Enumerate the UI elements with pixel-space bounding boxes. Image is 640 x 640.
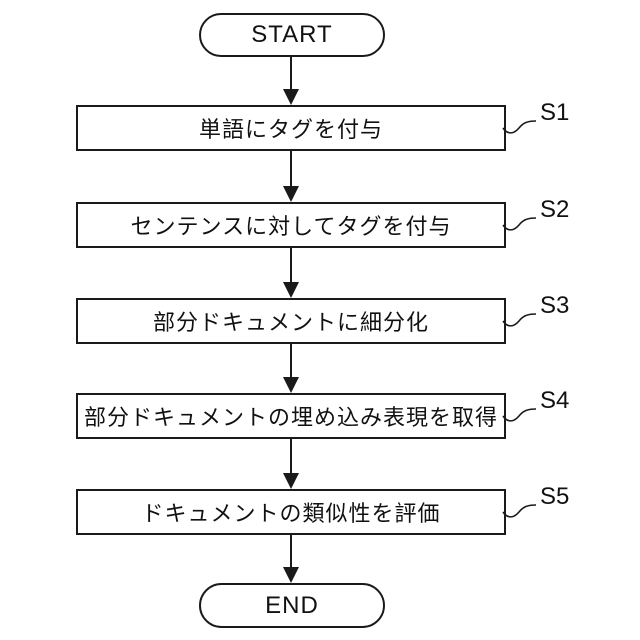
step-ref-label: S5	[540, 483, 570, 510]
arrow-shaft	[290, 535, 292, 569]
arrowhead-icon	[283, 473, 299, 489]
flow-arrow	[283, 439, 299, 489]
arrowhead-icon	[283, 282, 299, 298]
flow-arrow	[283, 535, 299, 583]
process-box: センテンスに対してタグを付与	[76, 202, 506, 248]
start-terminal: START	[199, 13, 385, 57]
process-label: ドキュメントの類似性を評価	[141, 501, 441, 526]
flow-arrow	[283, 57, 299, 105]
leader-line-icon	[502, 504, 537, 518]
end-terminal: END	[199, 583, 385, 628]
leader-line-icon	[502, 313, 537, 327]
leader-line-icon	[502, 120, 537, 134]
start-label: START	[251, 21, 333, 48]
process-box: 単語にタグを付与	[76, 105, 506, 151]
arrow-shaft	[290, 344, 292, 379]
arrowhead-icon	[283, 567, 299, 583]
arrow-shaft	[290, 57, 292, 91]
process-step-s2: センテンスに対してタグを付与 S2	[0, 197, 640, 248]
flow-arrow	[283, 344, 299, 393]
arrowhead-icon	[283, 377, 299, 393]
process-box: 部分ドキュメントに細分化	[76, 298, 506, 344]
flow-arrow	[283, 248, 299, 298]
step-ref-label: S1	[540, 99, 570, 126]
process-label: センテンスに対してタグを付与	[130, 214, 452, 239]
process-label: 単語にタグを付与	[198, 117, 383, 142]
process-step-s1: 単語にタグを付与 S1	[0, 100, 640, 151]
step-ref-label: S4	[540, 387, 570, 414]
process-step-s5: ドキュメントの類似性を評価 S5	[0, 484, 640, 535]
process-step-s3: 部分ドキュメントに細分化 S3	[0, 293, 640, 344]
process-step-s4: 部分ドキュメントの埋め込み表現を取得 S4	[0, 388, 640, 439]
process-box: 部分ドキュメントの埋め込み表現を取得	[76, 393, 506, 439]
process-label: 部分ドキュメントに細分化	[152, 310, 429, 335]
leader-line-icon	[502, 217, 537, 231]
end-label: END	[265, 591, 319, 619]
step-ref-label: S3	[540, 292, 570, 319]
step-ref-label: S2	[540, 196, 570, 223]
arrowhead-icon	[283, 89, 299, 105]
flow-arrow	[283, 151, 299, 202]
process-label: 部分ドキュメントの埋め込み表現を取得	[83, 405, 498, 430]
arrow-shaft	[290, 248, 292, 284]
arrow-shaft	[290, 151, 292, 188]
arrow-shaft	[290, 439, 292, 475]
arrowhead-icon	[283, 186, 299, 202]
process-box: ドキュメントの類似性を評価	[76, 489, 506, 535]
leader-line-icon	[502, 408, 537, 422]
